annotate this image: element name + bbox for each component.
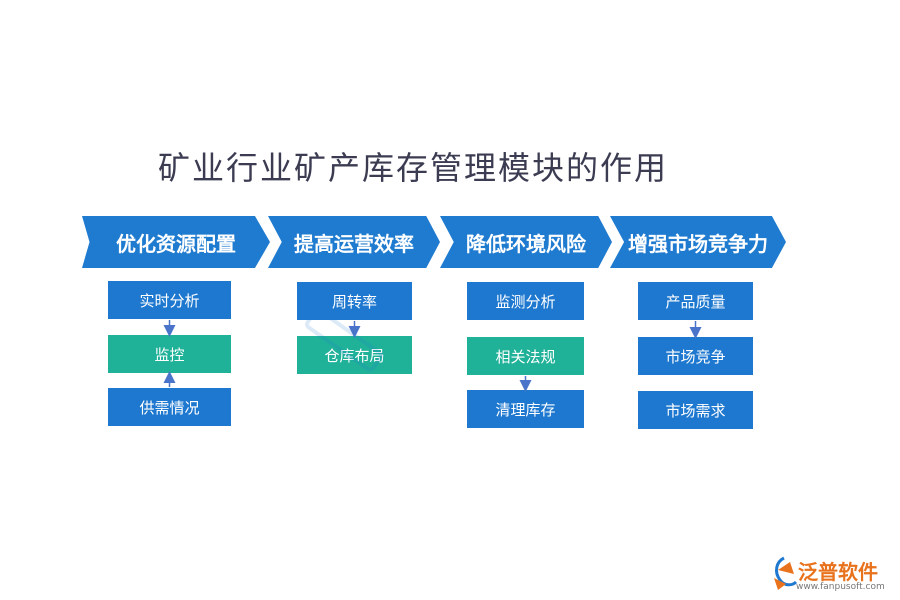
item-clear-inventory: 清理库存 <box>467 390 584 428</box>
item-market-competition: 市场竞争 <box>638 337 753 375</box>
logo-url: www.fanpusoft.com <box>796 582 885 592</box>
watermark-logo-icon <box>305 308 383 372</box>
item-monitor-analysis: 监测分析 <box>467 282 584 320</box>
item-turnover-rate: 周转率 <box>297 282 412 320</box>
item-product-quality: 产品质量 <box>638 282 753 320</box>
section-header-1: 优化资源配置 <box>82 216 270 268</box>
section-header-2: 提高运营效率 <box>268 216 440 268</box>
logo-name: 泛普软件 <box>798 560 878 584</box>
item-supply-demand: 供需情况 <box>108 388 231 426</box>
fanpu-logo-icon <box>774 556 798 590</box>
section-header-3: 降低环境风险 <box>440 216 612 268</box>
item-market-demand: 市场需求 <box>638 391 753 429</box>
item-regulations: 相关法规 <box>467 337 584 375</box>
item-warehouse-layout: 仓库布局 <box>297 336 412 374</box>
section-header-4: 增强市场竞争力 <box>610 216 786 268</box>
item-realtime-analysis: 实时分析 <box>108 281 231 319</box>
diagram-title: 矿业行业矿产库存管理模块的作用 <box>158 149 669 187</box>
item-monitoring: 监控 <box>108 335 231 373</box>
